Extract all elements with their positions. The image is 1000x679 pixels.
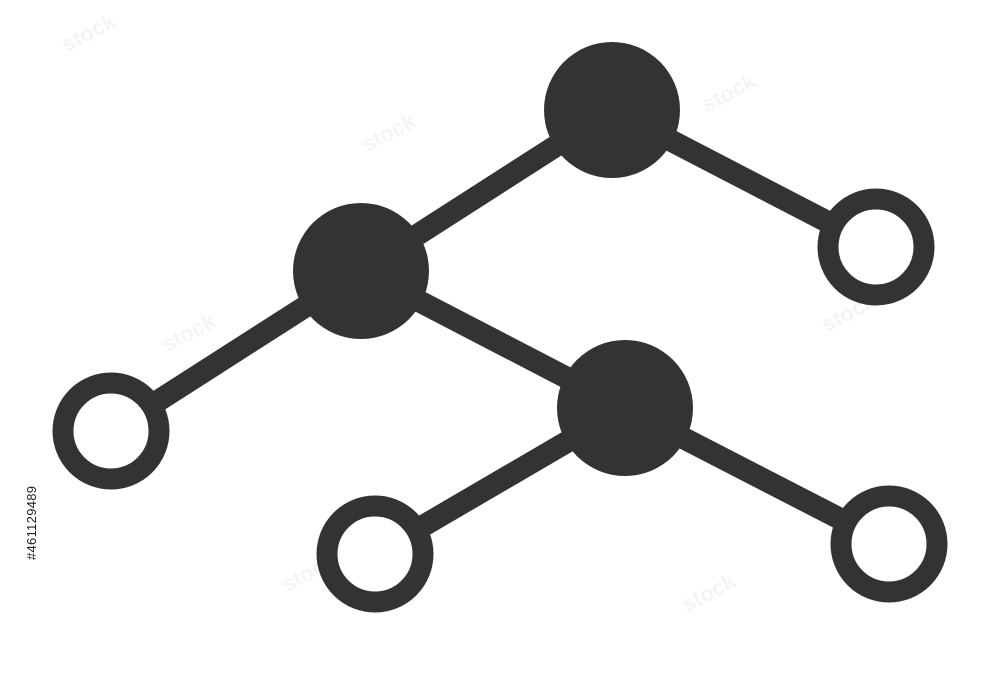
graph-nodes <box>52 42 948 613</box>
node-lower-filled <box>557 340 693 476</box>
node-right-top-open <box>817 188 935 306</box>
image-id-label: #461129489 <box>24 485 39 560</box>
node-left-open <box>52 372 170 490</box>
node-mid-filled <box>293 203 429 339</box>
node-bottom-mid-open <box>316 495 434 613</box>
graph-edges <box>105 100 895 564</box>
node-bottom-right-open <box>830 485 948 603</box>
side-id-strip: #461129489 <box>0 0 40 679</box>
node-top-filled <box>544 42 680 178</box>
